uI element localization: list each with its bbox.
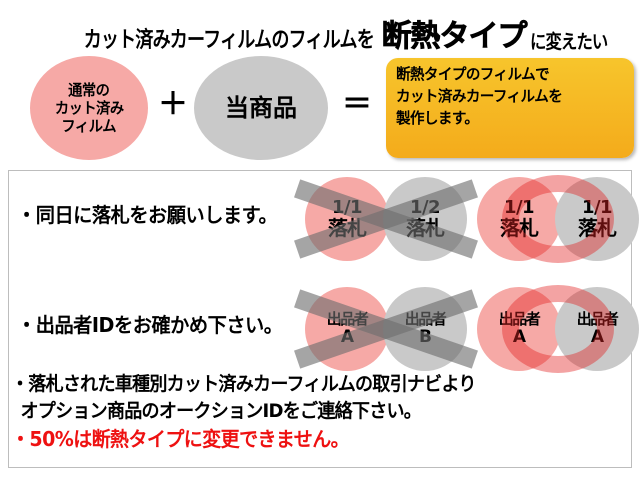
- bad-example-seller-left-line-2: A: [340, 326, 354, 347]
- good-example-seller-left-line-1: 出品者: [498, 309, 541, 328]
- note-line-1: ・落札された車種別カット済みカーフィルムの取引ナビより: [11, 373, 476, 395]
- bad-example-seller-right-line-2: B: [419, 326, 432, 347]
- bad-example-right-line-1: 1/2: [409, 196, 441, 218]
- normal-film-line-1: 通常の: [68, 80, 110, 99]
- good-example-seller-circle-left: 出品者 A: [477, 287, 561, 371]
- bad-example-seller-id: 出品者 A 出品者 B: [294, 287, 478, 371]
- plus-operator-icon: ＋: [158, 87, 188, 122]
- this-product-label: 当商品: [225, 94, 297, 122]
- good-example-seller-right-line-2: A: [590, 326, 604, 347]
- bad-example-seller-right-line-1: 出品者: [404, 309, 447, 328]
- result-callout-box: 断熱タイプのフィルムで カット済みカーフィルムを 製作します。: [386, 58, 634, 158]
- rule-row-seller-id: ・出品者IDをお確かめ下さい。 出品者 A 出品者 B 出品者 A 出品者 A: [9, 281, 639, 373]
- note-line-2: オプション商品のオークションIDをご連絡下さい。: [20, 399, 422, 422]
- headline-emphasis: 断熱タイプ: [381, 19, 528, 54]
- result-line-1: 断熱タイプのフィルムで: [396, 65, 550, 83]
- bad-example-circle-right: 1/2 落札: [383, 177, 467, 261]
- good-example-left-line-2: 落札: [500, 216, 539, 241]
- good-example-seller-circle-right: 出品者 A: [555, 287, 639, 371]
- result-line-2: カット済みカーフィルムを: [396, 86, 563, 105]
- headline-suffix: に変えたい: [530, 31, 608, 53]
- rule-text-same-day: ・同日に落札をお願いします。: [17, 203, 278, 227]
- bad-example-seller-circle-right: 出品者 B: [383, 287, 467, 371]
- rule-text-seller-id: ・出品者IDをお確かめ下さい。: [17, 313, 283, 337]
- rule-row-same-day: ・同日に落札をお願いします。 1/1 落札 1/2 落札 1/1 落札 1/1 …: [9, 171, 639, 263]
- headline-prefix: カット済みカーフィルムのフィルムを: [83, 28, 374, 53]
- this-product-circle: 当商品: [194, 56, 328, 160]
- normal-film-line-3: フィルム: [61, 117, 117, 136]
- normal-film-circle: 通常の カット済み フィルム: [30, 56, 148, 160]
- bad-example-circle-left: 1/1 落札: [305, 177, 389, 261]
- rules-panel: ・同日に落札をお願いします。 1/1 落札 1/2 落札 1/1 落札 1/1 …: [8, 170, 639, 468]
- good-example-right-line-1: 1/1: [581, 196, 613, 218]
- good-example-seller-right-line-1: 出品者: [576, 309, 619, 328]
- normal-film-line-2: カット済み: [54, 98, 124, 117]
- bad-example-seller-left-line-1: 出品者: [326, 309, 369, 328]
- good-example-circle-left: 1/1 落札: [477, 177, 561, 261]
- bad-example-left-line-2: 落札: [328, 216, 367, 241]
- result-line-3: 製作します。: [396, 108, 479, 127]
- good-example-same-day: 1/1 落札 1/1 落札: [477, 175, 640, 263]
- notes-block: ・落札された車種別カット済みカーフィルムの取引ナビより オプション商品のオークシ…: [11, 371, 629, 454]
- bad-example-left-line-1: 1/1: [331, 196, 363, 218]
- good-example-seller-id: 出品者 A 出品者 A: [477, 285, 640, 373]
- bad-example-same-day: 1/1 落札 1/2 落札: [294, 177, 478, 261]
- warning-note: ・50%は断熱タイプに変更できません。: [11, 426, 350, 451]
- equation-diagram: 通常の カット済み フィルム ＋ 当商品 ＝ 断熱タイプのフィルムで カット済み…: [0, 54, 640, 160]
- good-example-circle-right: 1/1 落札: [555, 177, 639, 261]
- bad-example-seller-circle-left: 出品者 A: [305, 287, 389, 371]
- bad-example-right-line-2: 落札: [406, 216, 445, 241]
- good-example-left-line-1: 1/1: [503, 196, 535, 218]
- equals-operator-icon: ＝: [342, 87, 372, 122]
- page-headline: カット済みカーフィルムのフィルムを 断熱タイプ に変えたい: [0, 12, 640, 52]
- good-example-right-line-2: 落札: [578, 216, 617, 241]
- good-example-seller-left-line-2: A: [512, 326, 526, 347]
